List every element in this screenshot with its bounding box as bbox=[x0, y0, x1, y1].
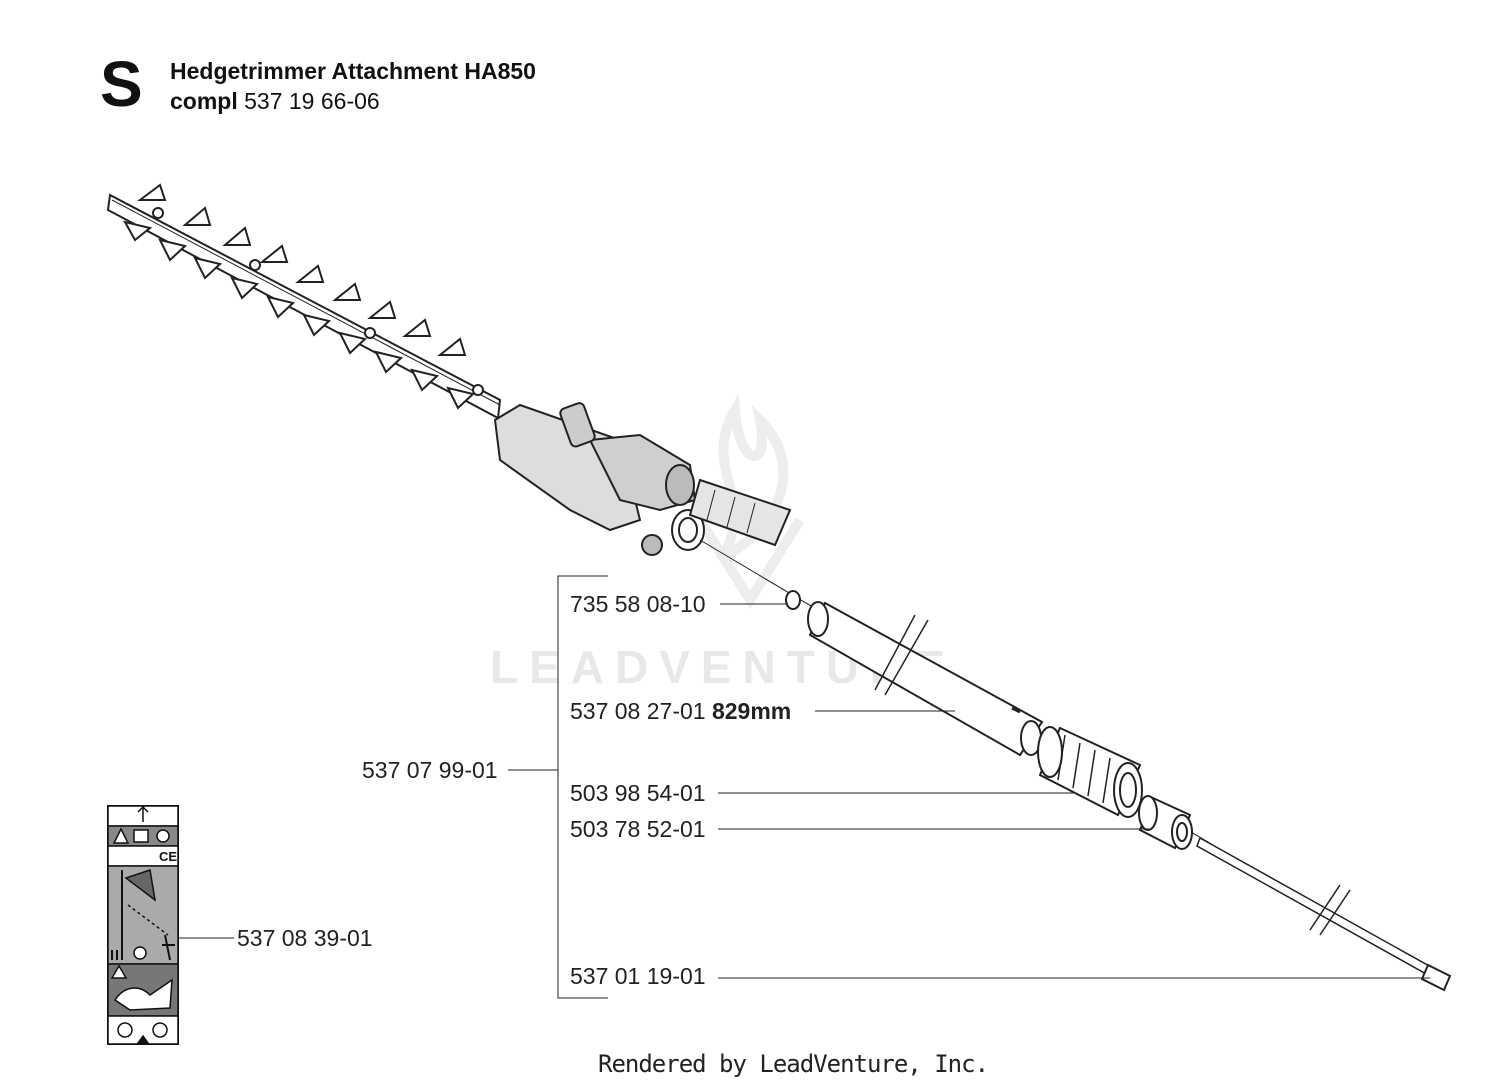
part-length-note: 829mm bbox=[711, 698, 792, 724]
bearing-sleeve bbox=[1037, 726, 1143, 818]
part-callout-coupling[interactable]: 503 78 52-01 bbox=[570, 818, 706, 841]
part-callout-bearing-sleeve[interactable]: 503 98 54-01 bbox=[570, 782, 706, 805]
assembly-line: compl 537 19 66-06 bbox=[170, 88, 380, 115]
part-number: 537 07 99-01 bbox=[362, 757, 498, 783]
part-number: 735 58 08-10 bbox=[570, 591, 706, 617]
gearbox-housing bbox=[493, 402, 705, 556]
ce-mark: CE bbox=[159, 849, 177, 864]
part-callout-shaft-tube[interactable]: 537 08 27-01 829mm bbox=[570, 700, 791, 723]
side-handle bbox=[688, 478, 792, 547]
part-callout-drive-shaft[interactable]: 537 01 19-01 bbox=[570, 965, 706, 988]
part-callout-warning-decal[interactable]: 537 08 39-01 bbox=[237, 927, 373, 950]
part-number: 537 01 19-01 bbox=[570, 963, 706, 989]
assembly-prefix: compl bbox=[170, 88, 238, 114]
coupling-nut bbox=[1138, 795, 1193, 850]
washer bbox=[785, 590, 801, 610]
footer-credit: Rendered by LeadVenture, Inc. bbox=[598, 1050, 989, 1078]
part-number: 503 98 54-01 bbox=[570, 780, 706, 806]
section-letter: S bbox=[100, 48, 143, 120]
shaft-tube bbox=[807, 601, 1044, 757]
drive-shaft bbox=[1196, 836, 1452, 992]
tube-break-mark bbox=[874, 614, 929, 696]
hedge-blade bbox=[106, 183, 502, 420]
part-number: 537 08 39-01 bbox=[237, 925, 373, 951]
part-callout-washer[interactable]: 735 58 08-10 bbox=[570, 593, 706, 616]
part-callout-shaft-group[interactable]: 537 07 99-01 bbox=[362, 759, 498, 782]
warning-decal bbox=[107, 805, 179, 1045]
part-number: 537 08 27-01 bbox=[570, 698, 706, 724]
assembly-number: 537 19 66-06 bbox=[244, 88, 380, 114]
diagram-title: Hedgetrimmer Attachment HA850 bbox=[170, 58, 536, 84]
part-number: 503 78 52-01 bbox=[570, 816, 706, 842]
leader-lines bbox=[178, 575, 1430, 999]
